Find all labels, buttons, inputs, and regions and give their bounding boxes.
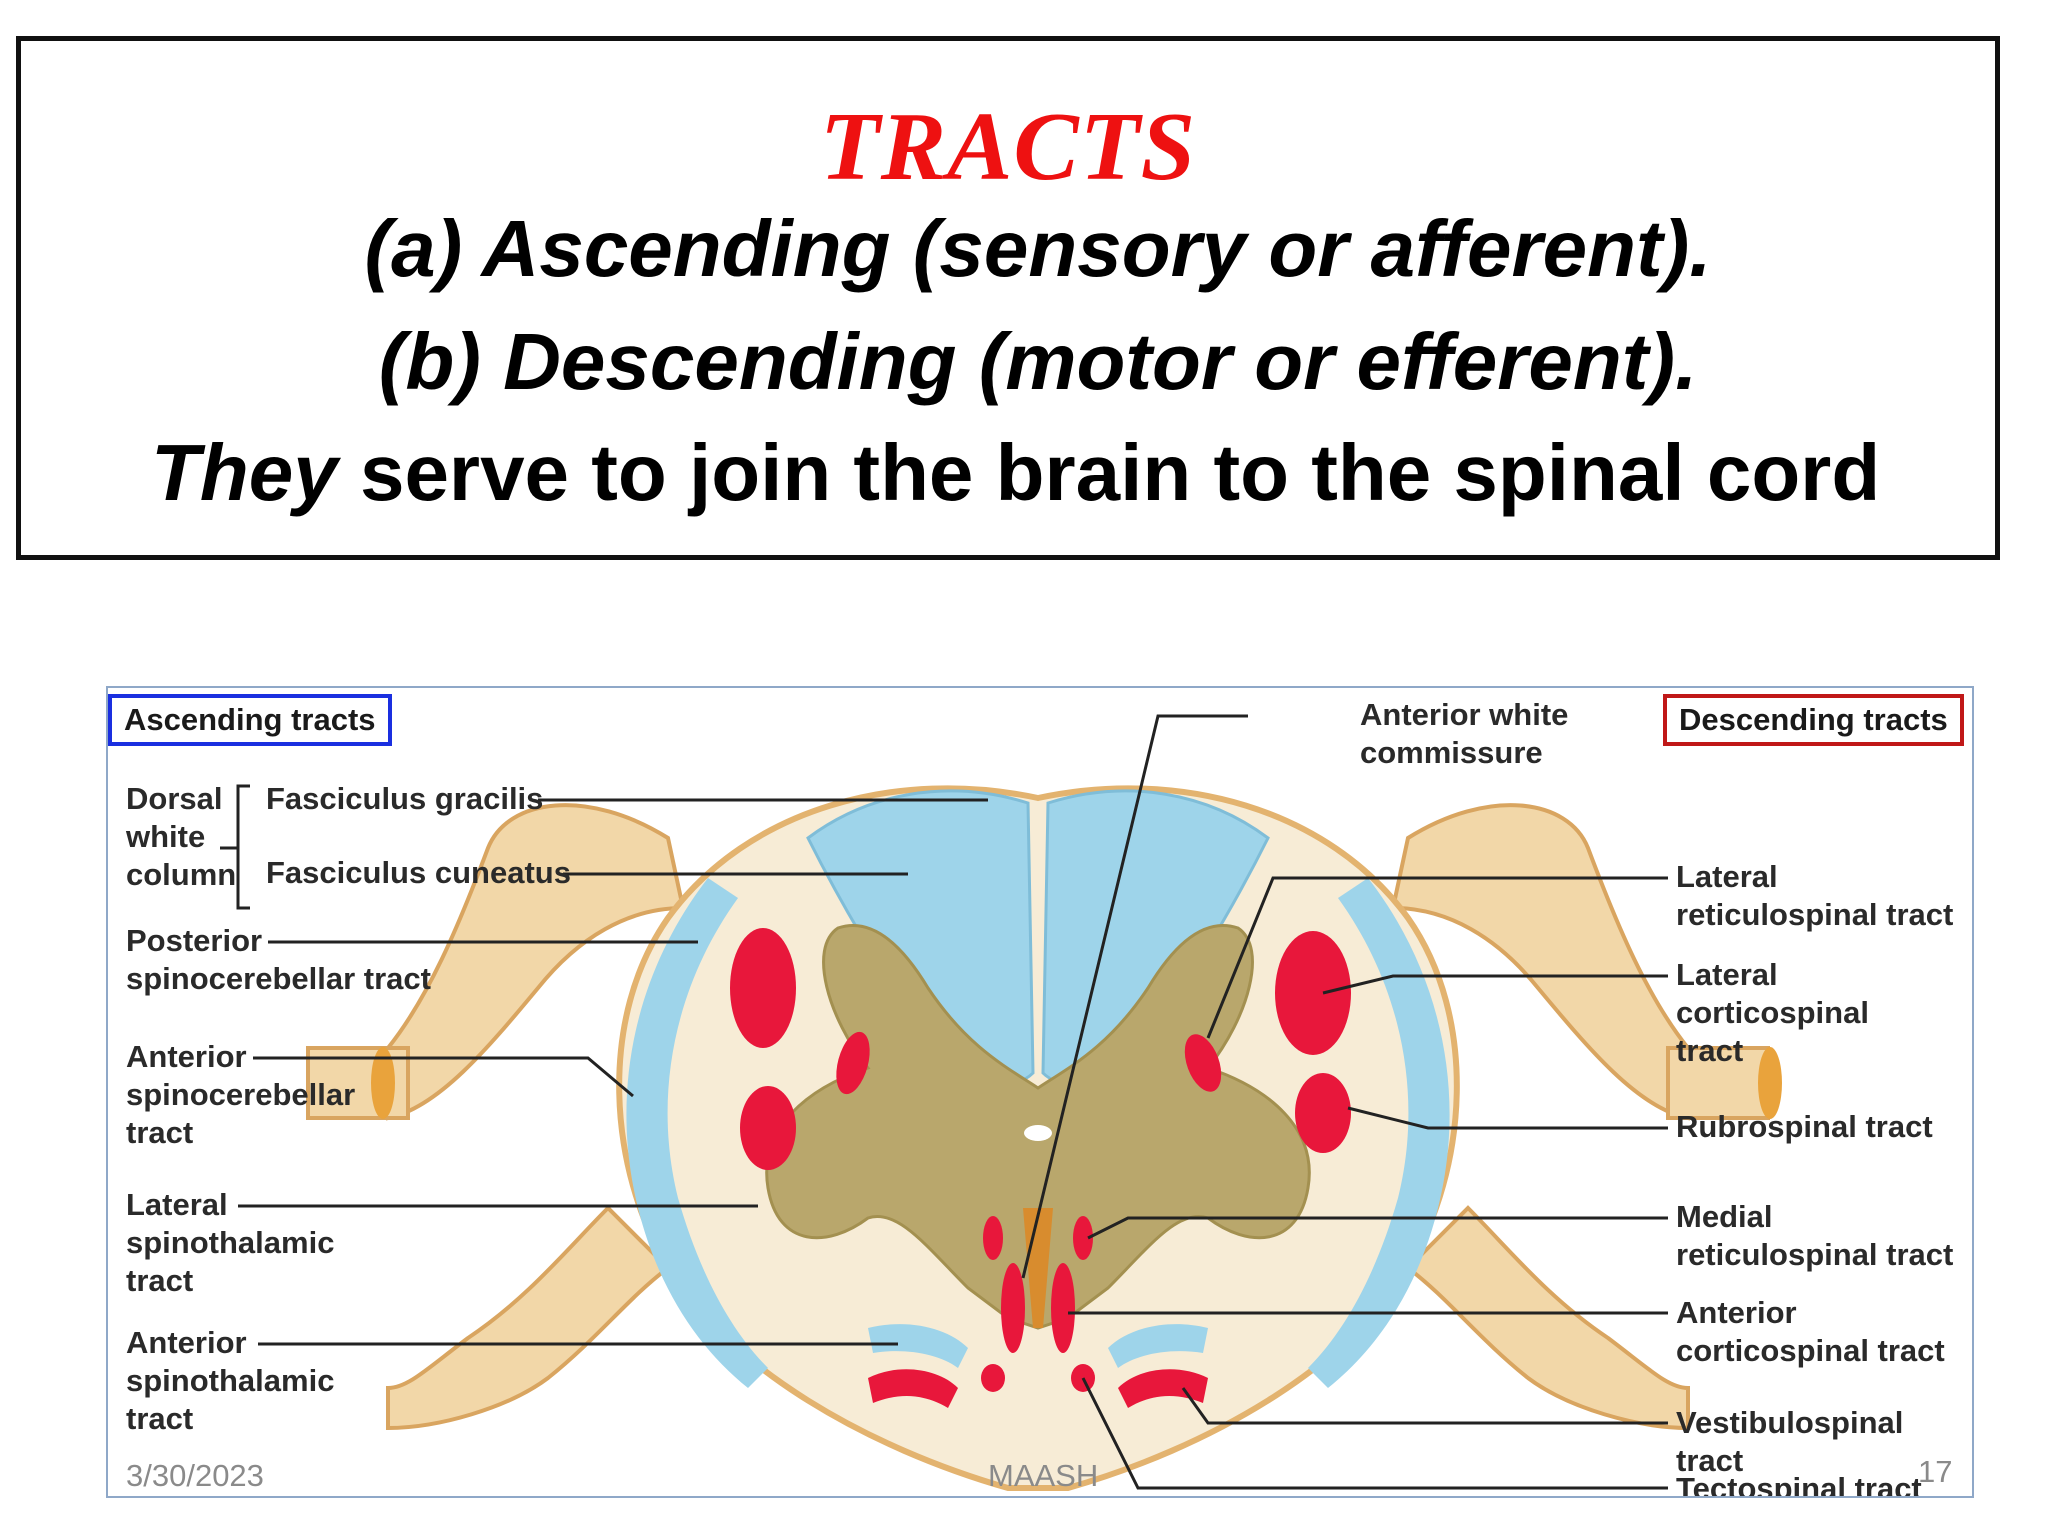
left-ventral-root bbox=[386, 1205, 672, 1431]
left-vestibulospinal-tract bbox=[868, 1369, 958, 1408]
spinal-cord-illustration bbox=[220, 714, 1782, 1491]
title-box: TRACTS (a) Ascending (sensory or afferen… bbox=[16, 36, 2000, 560]
rubrospinal-tract bbox=[1295, 1073, 1351, 1153]
right-vestibulospinal-tract bbox=[1118, 1369, 1208, 1408]
label-fasciculus-gracilis: Fasciculus gracilis bbox=[266, 781, 544, 816]
footer-page-number: 17 bbox=[1918, 1454, 1953, 1489]
left-anterior-arc bbox=[868, 1324, 968, 1368]
line-rubrospinal bbox=[1347, 1106, 1668, 1130]
label-lateral-spinothalamic: Lateral spinothalamic tract bbox=[126, 1187, 335, 1298]
label-medial-reticulospinal: Medial reticulospinal tract bbox=[1676, 1199, 1954, 1272]
lateral-reticulospinal-tract bbox=[1184, 1034, 1222, 1092]
spinal-cord-diagram: Ascending tracts Descending tracts Dorsa… bbox=[106, 686, 1974, 1498]
tracts-purpose-rest: serve to join the brain to the spinal co… bbox=[337, 428, 1881, 517]
footer-author: MAASH bbox=[988, 1458, 1099, 1493]
anterior-fissure bbox=[1023, 1208, 1053, 1328]
tracts-purpose-italic: They bbox=[151, 428, 338, 517]
label-vestibulospinal: Vestibulospinal tract bbox=[1676, 1405, 1904, 1478]
right-ventral-root bbox=[1404, 1205, 1690, 1431]
label-anterior-corticospinal: Anterior corticospinal tract bbox=[1676, 1295, 1945, 1368]
ascending-definition: (a) Ascending (sensory or afferent). bbox=[364, 204, 1712, 293]
central-canal bbox=[1024, 1125, 1052, 1141]
label-lateral-corticospinal: Lateral corticospinal tract bbox=[1676, 957, 1869, 1068]
line-anterior-spinocerebellar bbox=[253, 1056, 634, 1098]
medial-reticulospinal-left bbox=[983, 1216, 1003, 1260]
label-rubrospinal: Rubrospinal tract bbox=[1676, 1109, 1933, 1144]
label-anterior-white-commissure: Anterior white commissure bbox=[1360, 697, 1569, 770]
label-posterior-spinocerebellar: Posterior spinocerebellar tract bbox=[126, 923, 431, 996]
label-tectospinal: Tectospinal tract bbox=[1676, 1471, 1922, 1498]
label-lateral-reticulospinal: Lateral reticulospinal tract bbox=[1676, 859, 1954, 932]
nerve-roots bbox=[306, 803, 1770, 1431]
slide-title: TRACTS bbox=[819, 93, 1197, 201]
line-vestibulospinal bbox=[1181, 1387, 1668, 1425]
medial-reticulospinal-right bbox=[1073, 1216, 1093, 1260]
posterior-spinocerebellar-tract bbox=[730, 928, 796, 1048]
lateral-corticospinal-tract bbox=[1275, 931, 1351, 1055]
footer-date: 3/30/2023 bbox=[126, 1458, 264, 1493]
label-fasciculus-cuneatus: Fasciculus cuneatus bbox=[266, 855, 571, 890]
line-tectospinal bbox=[1081, 1377, 1668, 1490]
descending-definition: (b) Descending (motor or efferent). bbox=[378, 317, 1698, 406]
left-tectospinal-tract bbox=[981, 1364, 1005, 1392]
label-anterior-spinocerebellar: Anterior spinocerebellar tract bbox=[126, 1039, 356, 1150]
anterior-corticospinal-right bbox=[1051, 1263, 1075, 1353]
brace-dorsal-column bbox=[220, 784, 250, 910]
ascending-tracts-header: Ascending tracts bbox=[108, 694, 392, 746]
left-lateral-band bbox=[626, 878, 768, 1388]
label-dorsal-white-column: Dorsal white column bbox=[126, 781, 237, 892]
right-nerve-end bbox=[1758, 1047, 1782, 1119]
red-tracts bbox=[730, 928, 1351, 1408]
line-lateral-reticulospinal bbox=[1206, 876, 1668, 1039]
descending-tracts-header: Descending tracts bbox=[1663, 694, 1964, 746]
right-lateral-band bbox=[1308, 878, 1450, 1388]
right-anterior-arc bbox=[1108, 1324, 1208, 1368]
small-left-tract bbox=[836, 1031, 870, 1095]
line-anterior-white-commissure bbox=[1021, 714, 1248, 1279]
anterior-spinocerebellar-tract bbox=[740, 1086, 796, 1170]
tracts-purpose: They serve to join the brain to the spin… bbox=[151, 427, 1880, 519]
line-lateral-corticospinal bbox=[1322, 974, 1668, 995]
leader-lines bbox=[220, 714, 1668, 1490]
anterior-corticospinal-left bbox=[1001, 1263, 1025, 1353]
line-medial-reticulospinal bbox=[1087, 1216, 1668, 1240]
label-anterior-spinothalamic: Anterior spinothalamic tract bbox=[126, 1325, 335, 1436]
left-nerve-end bbox=[371, 1047, 395, 1119]
